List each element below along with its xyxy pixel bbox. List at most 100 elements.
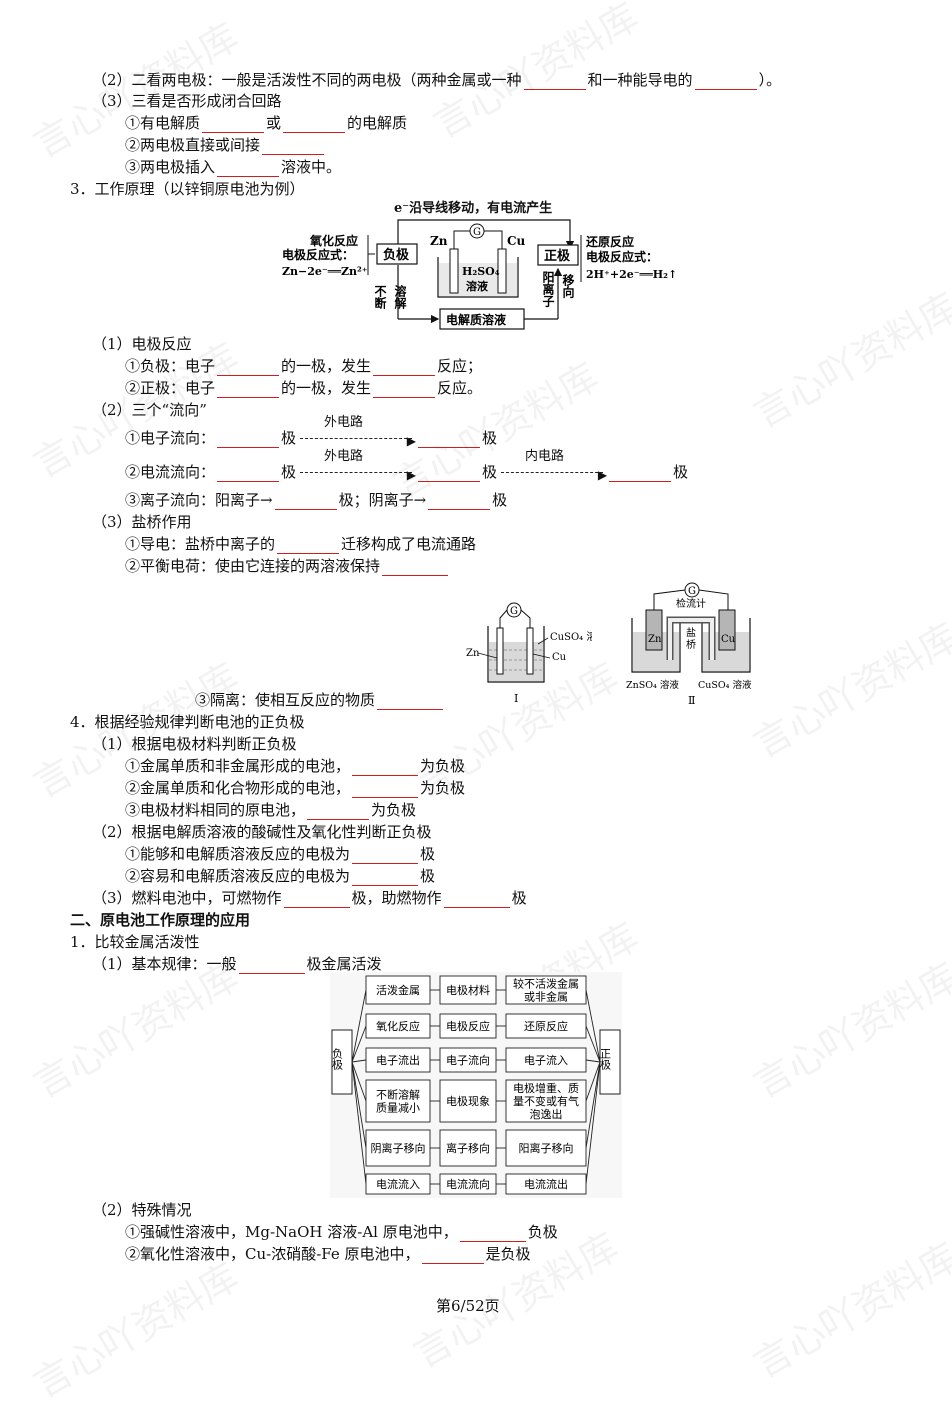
- answer-blank[interactable]: [352, 782, 419, 798]
- flow-cell-text: 阴离子移向: [371, 1141, 426, 1155]
- answer-blank[interactable]: [421, 1248, 484, 1264]
- left-equation: Zn−2e⁻══Zn²⁺: [282, 265, 368, 278]
- text: 反应。: [437, 379, 483, 397]
- text: 极；阴离子→: [338, 491, 427, 509]
- text-line: （2）根据电解质溶液的酸碱性及氧化性判断正负极: [92, 823, 432, 841]
- zn-label: Zn: [430, 234, 448, 248]
- text: ③电极材料相同的原电池，: [125, 801, 306, 819]
- answer-blank[interactable]: [217, 432, 280, 448]
- text: 极: [673, 463, 689, 481]
- vertical-text: 阳离子: [541, 270, 555, 308]
- flow-cell-text: 泡逸出: [530, 1107, 563, 1121]
- section-heading: 1．比较金属活泼性: [70, 933, 200, 951]
- answer-blank[interactable]: [609, 466, 672, 482]
- text: 极: [281, 463, 297, 481]
- vertical-text: 溶解: [393, 284, 407, 310]
- text: ②容易和电解质溶液反应的电极为: [125, 867, 351, 885]
- answer-blank[interactable]: [283, 117, 346, 133]
- flow-cell-box: [365, 1079, 431, 1123]
- text-line: （1）电极反应: [92, 335, 192, 353]
- answer-blank[interactable]: [418, 466, 481, 482]
- flow-cell-text: 量不变或有气: [513, 1094, 579, 1108]
- text: 极: [482, 429, 498, 447]
- flow-cell-box: [439, 1129, 497, 1167]
- answer-blank[interactable]: [694, 74, 757, 90]
- connector-line: [351, 1061, 367, 1185]
- text: 极: [420, 845, 436, 863]
- answer-blank[interactable]: [262, 139, 325, 155]
- text-line: （3）燃料电池中，可燃物作极，助燃物作极: [92, 888, 527, 908]
- text: 极金属活泼: [306, 955, 382, 973]
- flow-cell-box: [365, 1129, 431, 1167]
- flow-cell-box: [505, 1013, 587, 1039]
- text-line: ③离子流向：阳离子→极；阴离子→极: [125, 490, 507, 510]
- answer-blank[interactable]: [523, 74, 586, 90]
- zn-label: Zn: [648, 634, 662, 645]
- text-line: ②正极：电子的一极，发生反应。: [125, 378, 482, 398]
- znso4-label: ZnSO₄ 溶液: [626, 679, 679, 691]
- answer-blank[interactable]: [217, 161, 280, 177]
- text-line: ③隔离：使相互反应的物质: [195, 690, 445, 710]
- text: 极: [281, 429, 297, 447]
- answer-blank[interactable]: [459, 1226, 526, 1242]
- answer-blank[interactable]: [202, 117, 265, 133]
- single-cell-diagram: G Zn CuSO₄ 溶液 Cu Ⅰ: [466, 602, 592, 705]
- text: ①电子流向：: [125, 429, 216, 447]
- flow-cell-text: 活泼金属: [376, 983, 420, 997]
- flow-cell-box: [439, 1047, 497, 1073]
- answer-blank[interactable]: [217, 382, 280, 398]
- text: ②金属单质和化合物形成的电池，: [125, 779, 351, 797]
- flow-cell-text: 不断溶解: [376, 1088, 420, 1102]
- text: ①强碱性溶液中，Mg-NaOH 溶液-Al 原电池中，: [125, 1223, 458, 1241]
- text: 极，助燃物作: [351, 889, 442, 907]
- flow-cell-text: 氧化反应: [376, 1019, 420, 1033]
- answer-blank[interactable]: [373, 382, 436, 398]
- watermark: 言心吖资料库: [746, 954, 952, 1107]
- zn-cu-cell-diagram: e⁻沿导线移动，有电流产生 氧化反应 电极反应式： Zn−2e⁻══Zn²⁺ 负…: [282, 200, 677, 330]
- right-equation: 2H⁺+2e⁻══H₂↑: [586, 268, 677, 281]
- answer-blank[interactable]: [217, 466, 280, 482]
- text: ）。: [758, 71, 782, 89]
- text: ②电流流向：: [125, 463, 216, 481]
- answer-blank[interactable]: [283, 892, 350, 908]
- text-line: （3）盐桥作用: [92, 513, 192, 531]
- salt-bridge-cell-diagram: G 检流计 Zn Cu 盐 桥 ZnSO₄ 溶液 CuSO₄ 溶液 Ⅱ: [626, 582, 752, 706]
- answer-blank[interactable]: [428, 494, 491, 510]
- text: ②平衡电荷：使由它连接的两溶液保持: [125, 557, 381, 575]
- flow-cell-text: 阳离子移向: [519, 1141, 574, 1155]
- flow-cell-box: [505, 1129, 587, 1167]
- figure-label: Ⅱ: [688, 694, 695, 706]
- solution-label: 溶液: [466, 279, 489, 293]
- answer-blank[interactable]: [373, 360, 436, 376]
- answer-blank[interactable]: [307, 804, 370, 820]
- connector-line: [351, 1061, 367, 1102]
- answer-blank[interactable]: [352, 848, 419, 864]
- text-line: ①金属单质和非金属形成的电池，为负极: [125, 756, 465, 776]
- zn-label: Zn: [466, 648, 480, 659]
- answer-blank[interactable]: [382, 560, 449, 576]
- flow-cell-box: [505, 1173, 587, 1195]
- text-line: ②电流流向：极外电路▶极内电路▶极: [125, 449, 689, 482]
- answer-blank[interactable]: [277, 538, 340, 554]
- answer-blank[interactable]: [274, 494, 337, 510]
- positive-box: [537, 244, 579, 266]
- text-line: ①强碱性溶液中，Mg-NaOH 溶液-Al 原电池中，负极: [125, 1222, 558, 1242]
- flow-cell-text: 电极反应: [446, 1019, 490, 1033]
- answer-blank[interactable]: [377, 694, 444, 710]
- text: 的一极，发生: [281, 357, 372, 375]
- flow-cell-text: 或非金属: [524, 990, 568, 1004]
- answer-blank[interactable]: [418, 432, 481, 448]
- flow-cell-box: [439, 1013, 497, 1039]
- answer-blank[interactable]: [238, 958, 305, 974]
- answer-blank[interactable]: [443, 892, 510, 908]
- text: 反应；: [437, 357, 483, 375]
- answer-blank[interactable]: [352, 760, 419, 776]
- text-line: ①电子流向：极外电路▶极: [125, 415, 498, 448]
- text: 为负极: [420, 779, 466, 797]
- watermark: 言心吖资料库: [746, 614, 952, 767]
- diagram-top-label: e⁻沿导线移动，有电流产生: [394, 200, 552, 216]
- answer-blank[interactable]: [217, 360, 280, 376]
- text: （1）基本规律：一般: [92, 955, 237, 973]
- answer-blank[interactable]: [352, 870, 419, 886]
- flow-cell-box: [505, 975, 587, 1005]
